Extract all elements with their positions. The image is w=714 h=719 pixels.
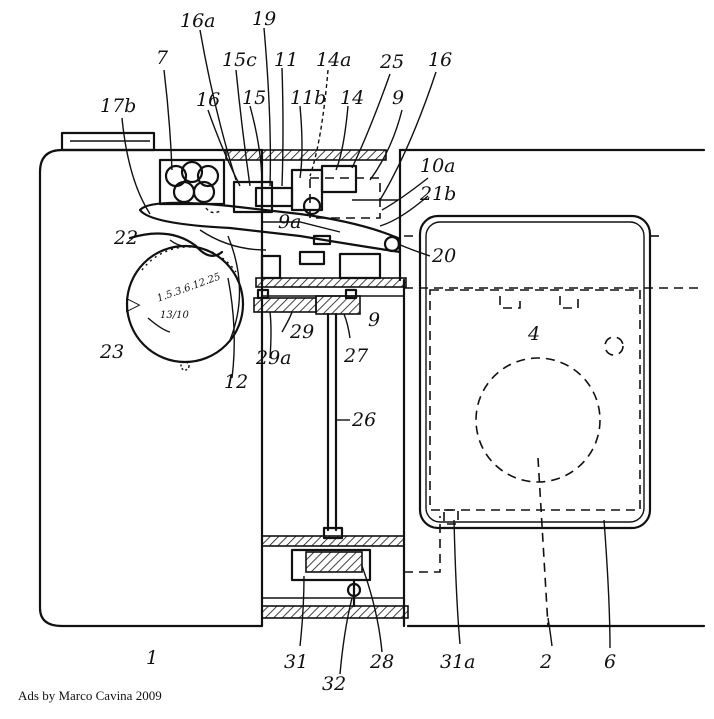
dial-center-text: 13/10 [160,310,189,321]
dial-scale-text: 1.5.3.6.12.25 [156,271,223,304]
leader-lines [121,27,611,675]
label-12: 12 [224,371,248,393]
film-rollers [158,158,226,206]
label-25: 25 [379,51,404,73]
pressure-plate-6 [418,214,652,530]
lower-hatched-plate [261,535,405,547]
top-hatched-plate [225,149,387,161]
label-4: 4 [527,323,540,345]
label-16a: 16a [180,10,216,32]
label-29a: 29a [255,347,292,369]
label-31: 31 [284,651,308,673]
label-16: 16 [196,89,220,111]
credit-text: Ads by Marco Cavina 2009 [18,688,162,703]
label-7: 7 [156,47,169,69]
frame-4 [429,289,641,511]
label-22: 22 [113,227,138,249]
label-9a: 9a [278,211,301,233]
gear-train [253,288,361,315]
label-14a: 14a [316,49,352,71]
shaft-26 [322,312,344,540]
gear-27 [315,295,361,315]
label-9: 9 [392,87,404,109]
label-2: 2 [539,651,552,673]
gear-29a [253,297,317,313]
upper-hatched-plate [255,277,407,288]
label-26: 26 [351,409,376,431]
reference-labels: 7 17b 16a 19 15c 11 14a 25 16 16 15 11b … [99,8,616,695]
camera-body [38,131,706,628]
label-19: 19 [252,8,276,30]
label-11b: 11b [290,87,326,109]
label-16-right: 16 [428,49,452,71]
shutter-mechanism [232,164,401,280]
label-15: 15 [242,87,266,109]
label-27: 27 [343,345,369,367]
label-20: 20 [431,245,456,267]
label-9-lower: 9 [368,309,380,331]
bottom-mechanism [290,548,372,608]
top-plate [60,131,156,152]
label-1: 1 [146,647,158,669]
dial-marker: ▷ [126,293,141,315]
label-17b: 17b [100,95,136,117]
label-15c: 15c [222,49,257,71]
film-chamber [404,214,704,627]
label-10a: 10a [420,155,456,177]
label-32: 32 [322,673,346,695]
speed-dial: ▷ 13/10 1.5.3.6.12.25 [125,235,245,371]
label-6: 6 [604,651,616,673]
label-14: 14 [340,87,364,109]
bottom-hatched-plate [261,605,409,619]
label-21b: 21b [419,183,456,205]
label-28: 28 [369,651,394,673]
dial-outer [125,244,245,364]
label-31a: 31a [440,651,476,673]
label-29: 29 [289,321,314,343]
label-11: 11 [274,49,298,71]
lens-2 [475,357,601,483]
label-23: 23 [99,341,124,363]
